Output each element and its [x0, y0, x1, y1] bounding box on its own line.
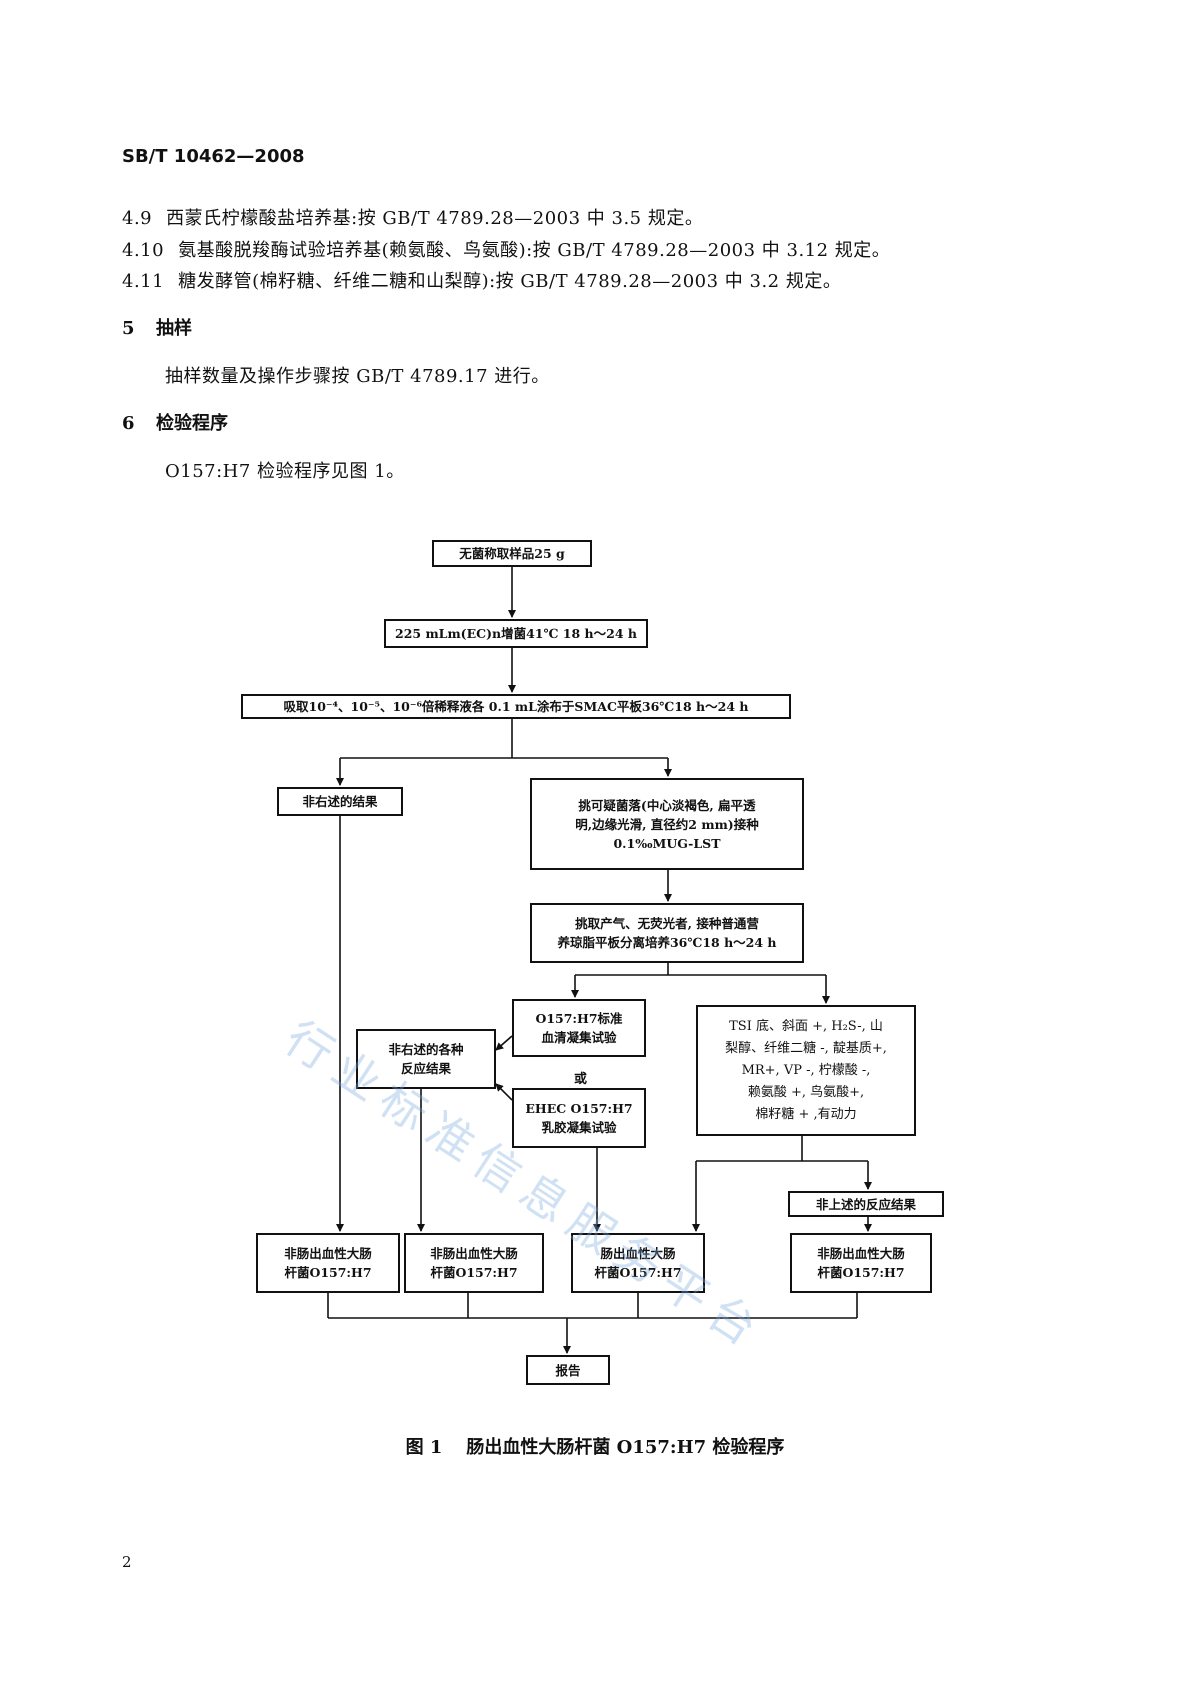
box-not-above-result: 非右述的结果 — [277, 787, 403, 816]
box-text-line: 明,边缘光滑, 直径约2 mm)接种 — [575, 816, 759, 832]
figure-caption: 图 1 肠出血性大肠杆菌 O157:H7 检验程序 — [0, 1433, 1190, 1459]
box-text: 225 mLm(EC)n增菌41℃ 18 h～24 h — [395, 626, 637, 641]
box-text-line: 非肠出血性大肠 — [817, 1246, 905, 1261]
section-text: 西蒙氏柠檬酸盐培养基:按 GB/T 4789.28—2003 中 3.5 规定。 — [166, 208, 704, 229]
box-serum-agglutination: O157:H7标准 血清凝集试验 — [512, 999, 646, 1057]
section-number: 5 — [122, 318, 135, 339]
box-text-line: 挑取产气、无荧光者, 接种普通营 — [575, 916, 759, 931]
box-text-line: 杆菌O157:H7 — [594, 1265, 682, 1280]
box-text-line: 0.1‰MUG-LST — [613, 835, 721, 851]
section-title: 抽样 — [156, 318, 192, 339]
box-text-line: 挑可疑菌落(中心淡褐色, 扁平透 — [578, 797, 756, 813]
box-text-line: 血清凝集试验 — [541, 1030, 617, 1045]
box-isolation-culture: 挑取产气、无荧光者, 接种普通营 养琼脂平板分离培养36℃18 h～24 h — [530, 903, 804, 963]
section-5-body: 抽样数量及操作步骤按 GB/T 4789.17 进行。 — [165, 366, 550, 387]
box-dilution-plating: 吸取10⁻⁴、10⁻⁵、10⁻⁶倍稀释液各 0.1 mL涂布于SMAC平板36℃… — [241, 694, 791, 719]
standard-number: SB/T 10462—2008 — [122, 146, 305, 167]
section-number: 4.10 — [122, 240, 165, 261]
box-text-line: 反应结果 — [400, 1061, 451, 1076]
box-report: 报告 — [526, 1355, 610, 1385]
box-text-line: MR+, VP -, 柠檬酸 -, — [741, 1062, 871, 1078]
box-biochemical-tests: TSI 底、斜面 +, H₂S-, 山 梨醇、纤维二糖 -, 靛基质+, MR+… — [696, 1005, 916, 1136]
box-text-line: 棉籽糖 + ,有动力 — [755, 1106, 857, 1122]
box-text-line: O157:H7标准 — [535, 1011, 623, 1026]
box-non-above-reaction: 非上述的反应结果 — [788, 1191, 944, 1217]
box-text-line: 非肠出血性大肠 — [430, 1246, 518, 1261]
box-text-line: 梨醇、纤维二糖 -, 靛基质+, — [725, 1040, 887, 1056]
box-text-line: TSI 底、斜面 +, H₂S-, 山 — [729, 1018, 883, 1034]
box-sample: 无菌称取样品25 g — [432, 540, 592, 567]
section-text: 糖发酵管(棉籽糖、纤维二糖和山梨醇):按 GB/T 4789.28—2003 中… — [178, 271, 842, 292]
section-title: 检验程序 — [156, 413, 228, 434]
section-4-10: 4.10 氨基酸脱羧酶试验培养基(赖氨酸、鸟氨酸):按 GB/T 4789.28—… — [122, 236, 890, 262]
box-result-2: 非肠出血性大肠 杆菌O157:H7 — [404, 1233, 544, 1293]
box-text-line: 杆菌O157:H7 — [430, 1265, 518, 1280]
box-text-line: 非肠出血性大肠 — [284, 1246, 372, 1261]
section-5-heading: 5 抽样 — [122, 314, 192, 340]
box-text-line: EHEC O157:H7 — [525, 1101, 633, 1116]
box-text-line: 乳胶凝集试验 — [541, 1120, 617, 1135]
box-text: 吸取10⁻⁴、10⁻⁵、10⁻⁶倍稀释液各 0.1 mL涂布于SMAC平板36℃… — [283, 699, 749, 714]
or-label: 或 — [574, 1072, 588, 1087]
box-text-line: 杆菌O157:H7 — [284, 1265, 372, 1280]
box-text-line: 非右述的各种 — [388, 1042, 464, 1057]
box-various-reactions: 非右述的各种 反应结果 — [356, 1029, 496, 1089]
box-result-4: 非肠出血性大肠 杆菌O157:H7 — [790, 1233, 932, 1293]
box-enrichment: 225 mLm(EC)n增菌41℃ 18 h～24 h — [384, 619, 648, 648]
box-text: 非右述的结果 — [302, 794, 378, 809]
box-text-line: 肠出血性大肠 — [600, 1246, 676, 1261]
section-number: 4.9 — [122, 208, 153, 229]
section-6-heading: 6 检验程序 — [122, 409, 228, 435]
section-number: 6 — [122, 413, 135, 434]
box-text: 非上述的反应结果 — [815, 1196, 916, 1212]
box-text-line: 养琼脂平板分离培养36℃18 h～24 h — [557, 935, 777, 950]
box-text: 无菌称取样品25 g — [459, 546, 565, 561]
box-result-3-positive: 肠出血性大肠 杆菌O157:H7 — [571, 1233, 705, 1293]
figure-title: 肠出血性大肠杆菌 O157:H7 检验程序 — [466, 1437, 785, 1458]
box-latex-agglutination: EHEC O157:H7 乳胶凝集试验 — [512, 1088, 646, 1148]
box-text-line: 赖氨酸 +, 鸟氨酸+, — [747, 1084, 865, 1100]
box-pick-colonies: 挑可疑菌落(中心淡褐色, 扁平透 明,边缘光滑, 直径约2 mm)接种 0.1‰… — [530, 778, 804, 870]
section-6-body: O157:H7 检验程序见图 1。 — [165, 461, 405, 482]
section-text: 氨基酸脱羧酶试验培养基(赖氨酸、鸟氨酸):按 GB/T 4789.28—2003… — [178, 240, 891, 261]
figure-label: 图 1 — [405, 1437, 443, 1458]
section-4-9: 4.9 西蒙氏柠檬酸盐培养基:按 GB/T 4789.28—2003 中 3.5 … — [122, 204, 703, 230]
box-text: 报告 — [555, 1362, 581, 1378]
section-number: 4.11 — [122, 271, 165, 292]
page-number: 2 — [122, 1553, 132, 1571]
section-4-11: 4.11 糖发酵管(棉籽糖、纤维二糖和山梨醇):按 GB/T 4789.28—20… — [122, 267, 841, 293]
box-result-1: 非肠出血性大肠 杆菌O157:H7 — [256, 1233, 400, 1293]
box-text-line: 杆菌O157:H7 — [817, 1265, 905, 1280]
